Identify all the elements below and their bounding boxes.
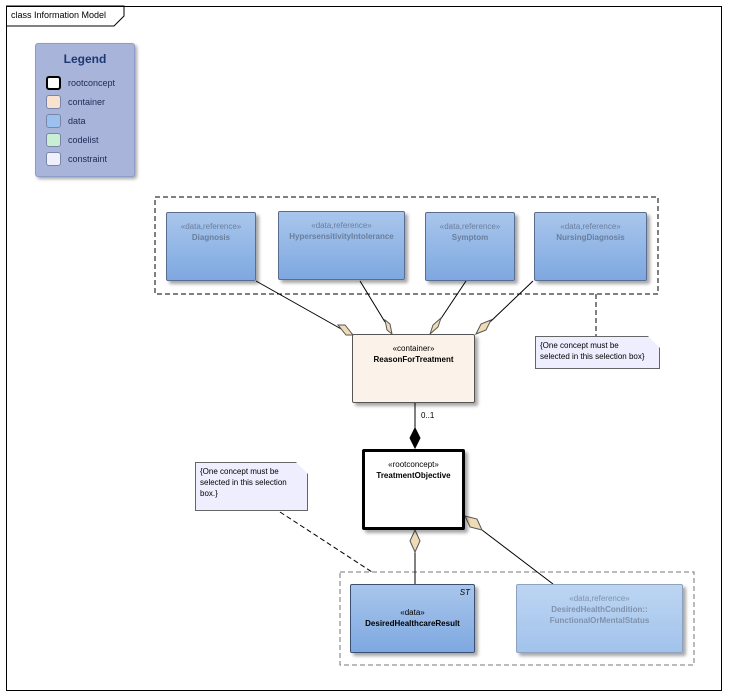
- diamond-condition: [464, 515, 483, 531]
- legend-swatch-rootconcept: [46, 76, 61, 90]
- legend-swatch-constraint: [46, 152, 61, 166]
- note-text-line: selected in this selection box}: [540, 352, 645, 361]
- class-stereotype: «container»: [392, 344, 435, 353]
- class-diagnosis[interactable]: «data,reference» Diagnosis: [166, 212, 256, 281]
- class-nursing-diagnosis[interactable]: «data,reference» NursingDiagnosis: [534, 212, 647, 281]
- class-stereotype: «data,reference»: [311, 221, 372, 230]
- note-text-line: box.}: [200, 489, 218, 498]
- class-name: TreatmentObjective: [376, 471, 451, 480]
- class-name: ReasonForTreatment: [373, 355, 454, 364]
- legend-swatch-codelist: [46, 133, 61, 147]
- class-reason-for-treatment[interactable]: «container» ReasonForTreatment: [352, 334, 475, 403]
- link-nursing: [489, 280, 534, 323]
- note-fold: [296, 462, 308, 474]
- diamond-symptom: [428, 316, 443, 336]
- diamond-nursing: [474, 319, 493, 335]
- note-text-line: {One concept must be: [540, 341, 619, 350]
- legend-label: constraint: [68, 154, 108, 164]
- legend-swatch-data: [46, 114, 61, 128]
- diamond-composition: [409, 426, 421, 450]
- selection-box-top: [154, 196, 659, 295]
- class-name: NursingDiagnosis: [556, 233, 625, 242]
- class-name: HypersensitivityIntolerance: [289, 232, 394, 241]
- link-symptom: [439, 280, 467, 321]
- class-stereotype: «data,reference»: [560, 222, 621, 231]
- class-stereotype: «data,reference»: [439, 222, 501, 231]
- legend-swatch-container: [46, 95, 61, 109]
- note-link-left: [279, 511, 373, 573]
- class-name: Symptom: [451, 233, 489, 242]
- class-name: DesiredHealthcareResult: [365, 619, 460, 628]
- constraint-note-left[interactable]: {One concept must be selected in this se…: [195, 462, 308, 511]
- legend-label: codelist: [68, 135, 99, 145]
- class-desired-health-condition[interactable]: «data,reference» DesiredHealthCondition:…: [516, 584, 683, 653]
- title-tab-outline: [6, 5, 125, 27]
- multiplicity-label: 0..1: [421, 411, 435, 420]
- link-hypersensitivity: [359, 280, 386, 323]
- legend-label: container: [68, 97, 106, 107]
- class-treatment-objective[interactable]: «rootconcept» TreatmentObjective: [362, 449, 465, 530]
- class-name: DesiredHealthCondition::: [551, 605, 648, 614]
- legend-title: Legend: [63, 52, 107, 66]
- class-stereotype: «rootconcept»: [388, 460, 439, 469]
- stereotype-badge: ST: [459, 588, 470, 597]
- class-stereotype: «data»: [400, 608, 425, 617]
- class-desired-healthcare-result[interactable]: ST «data» DesiredHealthcareResult: [350, 584, 475, 653]
- diagram-frame: [6, 6, 722, 691]
- diamond-hypersensitivity: [384, 318, 393, 336]
- note-text-line: selected in this selection: [200, 478, 287, 487]
- class-symptom[interactable]: «data,reference» Symptom: [425, 212, 515, 281]
- selection-box-bottom: [339, 571, 695, 666]
- diamond-result: [409, 528, 421, 554]
- class-name: FunctionalOrMentalStatus: [549, 616, 650, 625]
- legend-label: rootconcept: [68, 78, 116, 88]
- link-condition: [481, 529, 554, 585]
- constraint-note-top[interactable]: {One concept must be selected in this se…: [535, 336, 660, 369]
- legend-panel: Legend rootconcept container data codeli…: [35, 43, 135, 177]
- legend-label: data: [68, 116, 86, 126]
- class-hypersensitivity-intolerance[interactable]: «data,reference» HypersensitivityIntoler…: [278, 211, 405, 280]
- class-stereotype: «data,reference»: [569, 594, 630, 603]
- note-text-line: {One concept must be: [200, 467, 279, 476]
- diagram-title: class Information Model: [11, 10, 107, 20]
- diamond-diagnosis: [336, 324, 355, 336]
- link-diagnosis: [255, 280, 344, 331]
- class-stereotype: «data,reference»: [180, 222, 242, 231]
- class-name: Diagnosis: [191, 233, 231, 242]
- note-fold: [648, 336, 660, 348]
